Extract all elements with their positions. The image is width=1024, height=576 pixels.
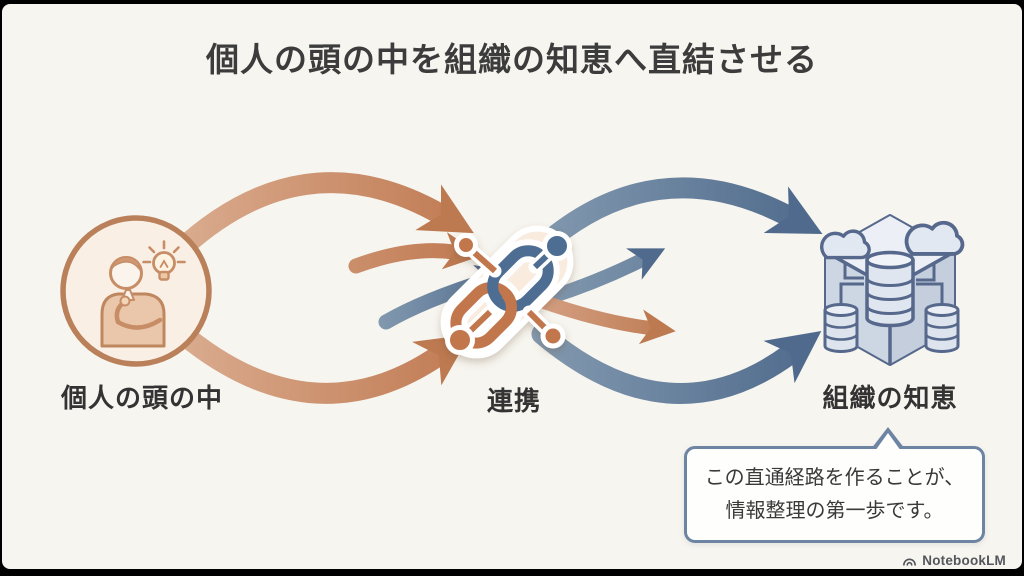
callout-line-2: 情報整理の第一歩です。 [725,499,944,522]
database-left-icon [823,303,859,353]
organization-label: 組織の知恵 [822,383,958,413]
hub-node-stubs [445,231,572,355]
arrow-blue-bottom-arc [531,323,822,404]
arrow-blue-top-arc [527,177,823,261]
branding: NotebookLM [902,553,1006,568]
database-right-icon [924,303,960,353]
individual-circle [60,215,212,367]
chain-link-network-icon [440,225,574,359]
individual-label: 個人の頭の中 [60,383,223,413]
callout-line-1: この直通経路を作ることが、 [704,467,965,490]
callout-bubble: この直通経路を作ることが、 情報整理の第一歩です。 [684,427,985,543]
individual-node [60,215,212,367]
lightbulb-icon [142,240,186,281]
thinking-person-icon [100,256,166,348]
arrow-orange-bottom-arc [167,319,471,404]
cloud-database-platform-icon [820,214,965,366]
connector-lines [839,262,944,312]
notebooklm-logo-icon [903,558,917,566]
arrow-orange-top-arc [167,172,474,263]
diagram-canvas [60,172,965,404]
arrow-blue-mid-right [541,248,666,305]
cloud-icon [820,220,965,260]
slide-canvas: 個人の頭の中を組織の知恵へ直結させる [2,4,1022,569]
collaboration-label: 連携 [486,386,541,416]
database-main-icon [865,250,915,328]
page-title: 個人の頭の中を組織の知恵へ直結させる [206,41,818,78]
arrow-orange-mid-left [348,232,482,274]
arrow-orange-mid-right [537,295,676,345]
branding-label: NotebookLM [922,553,1006,568]
